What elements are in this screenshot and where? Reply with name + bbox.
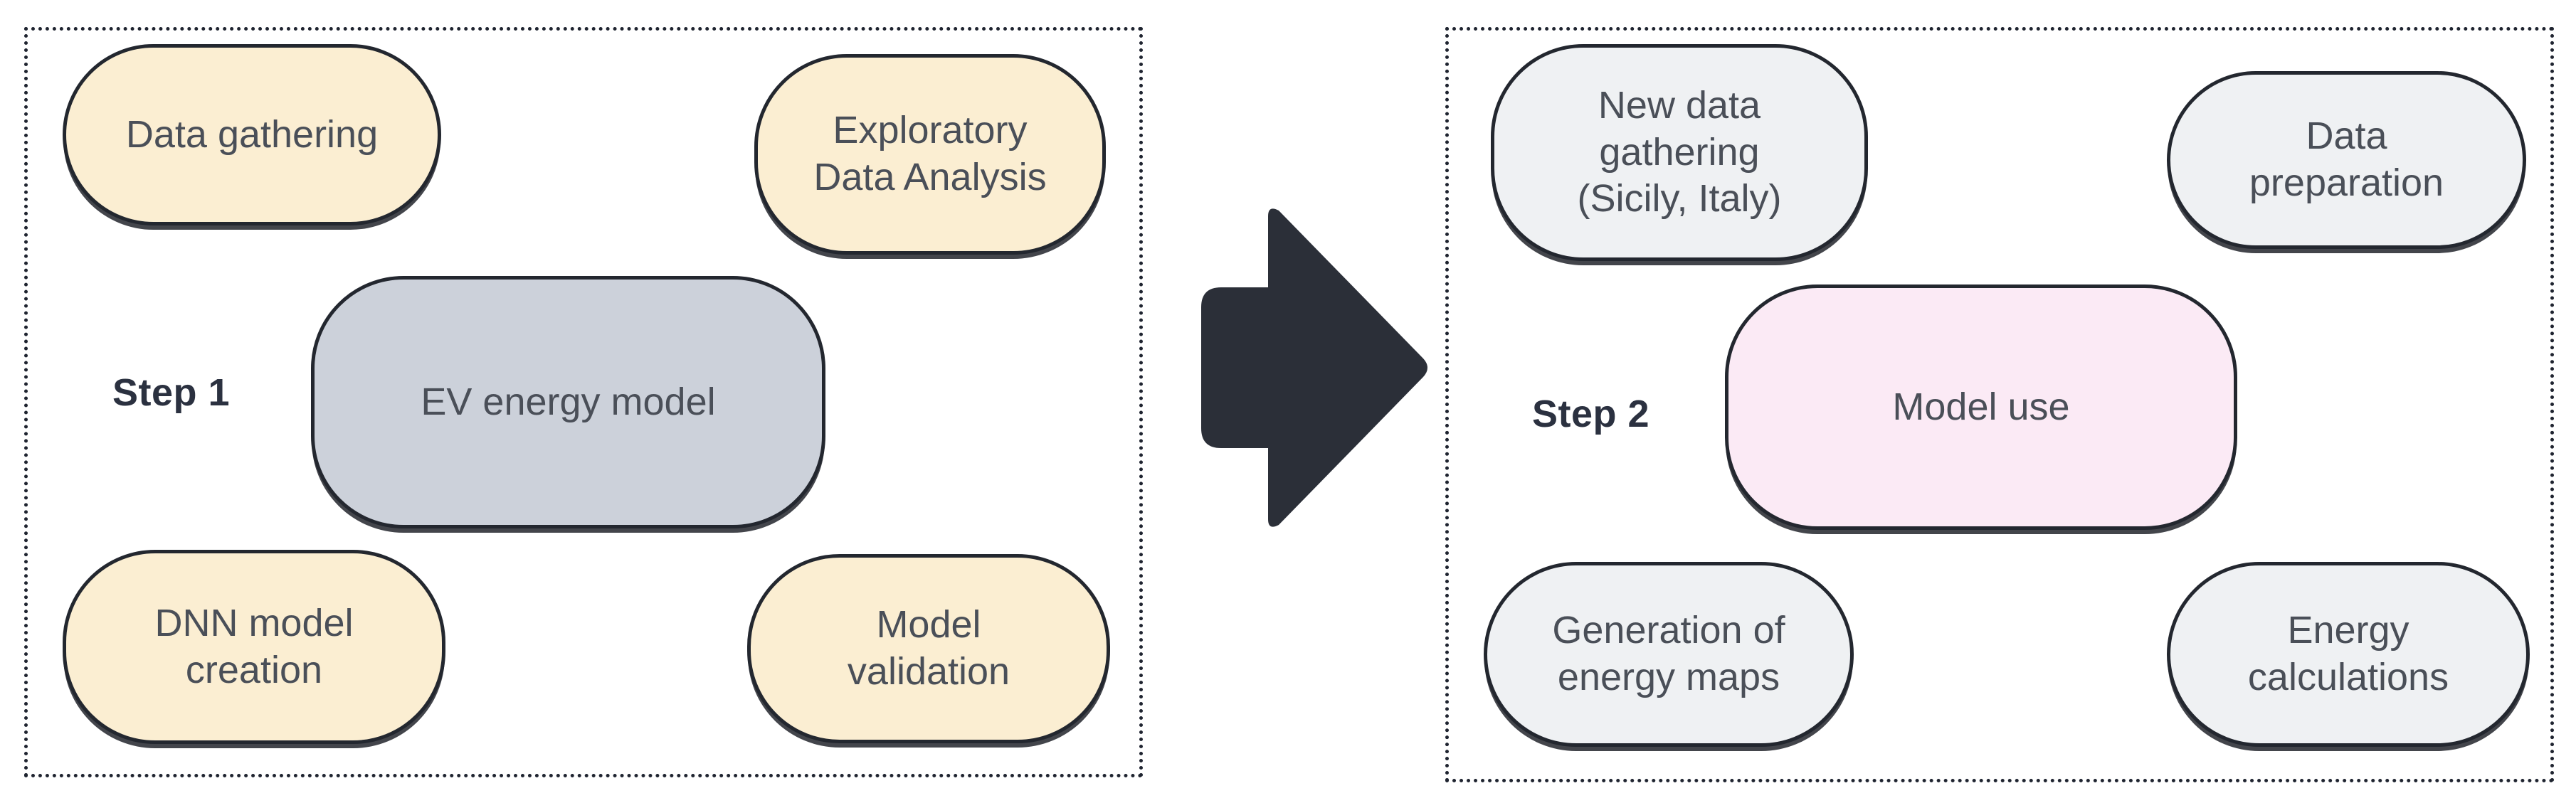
node-eda-label: Exploratory Data Analysis	[813, 107, 1046, 201]
node-data-gathering[interactable]: Data gathering	[63, 44, 441, 225]
node-energy-calculations[interactable]: Energy calculations	[2167, 562, 2530, 747]
node-energy-calc-line1: Energy	[2287, 609, 2409, 652]
node-dnn-line1: DNN model	[154, 601, 354, 644]
node-gen-maps-line1: Generation of	[1552, 609, 1785, 652]
node-dnn-model-creation-label: DNN model creation	[154, 600, 353, 694]
node-new-data-gathering-label: New data gathering (Sicily, Italy)	[1577, 83, 1781, 223]
node-eda-line2: Data Analysis	[813, 156, 1047, 198]
node-generation-maps-label: Generation of energy maps	[1552, 607, 1785, 701]
node-new-data-gathering[interactable]: New data gathering (Sicily, Italy)	[1491, 44, 1868, 261]
node-new-data-line2: gathering	[1599, 130, 1760, 174]
node-model-validation-label: Model validation	[848, 602, 1010, 696]
node-gen-maps-line2: energy maps	[1557, 656, 1780, 698]
step1-label: Step 1	[112, 371, 231, 414]
node-data-prep-line1: Data	[2306, 115, 2387, 158]
node-generation-of-energy-maps[interactable]: Generation of energy maps	[1484, 562, 1854, 747]
node-data-preparation[interactable]: Data preparation	[2167, 71, 2526, 249]
node-data-prep-line2: preparation	[2249, 161, 2444, 204]
node-energy-calculations-label: Energy calculations	[2248, 607, 2449, 701]
node-model-use-label: Model use	[1892, 385, 2070, 428]
node-model-validation-line2: validation	[847, 650, 1010, 693]
node-ev-energy-model[interactable]: EV energy model	[311, 276, 825, 528]
node-model-validation[interactable]: Model validation	[747, 554, 1110, 743]
node-energy-calc-line2: calculations	[2247, 656, 2449, 698]
node-exploratory-data-analysis[interactable]: Exploratory Data Analysis	[754, 54, 1106, 255]
node-model-use[interactable]: Model use	[1725, 284, 2237, 530]
node-new-data-line3: (Sicily, Italy)	[1577, 177, 1782, 220]
step2-label: Step 2	[1532, 393, 1650, 435]
step1-panel	[24, 27, 1143, 777]
node-data-preparation-label: Data preparation	[2249, 113, 2444, 207]
arrow-right-icon	[1176, 201, 1432, 535]
step2-panel	[1445, 27, 2554, 782]
node-dnn-line2: creation	[185, 648, 323, 691]
node-ev-energy-model-label: EV energy model	[421, 380, 716, 423]
node-new-data-line1: New data	[1598, 83, 1761, 127]
node-model-validation-line1: Model	[876, 603, 981, 647]
node-eda-line1: Exploratory	[833, 109, 1028, 152]
node-dnn-model-creation[interactable]: DNN model creation	[63, 550, 445, 744]
node-data-gathering-label: Data gathering	[125, 112, 379, 156]
